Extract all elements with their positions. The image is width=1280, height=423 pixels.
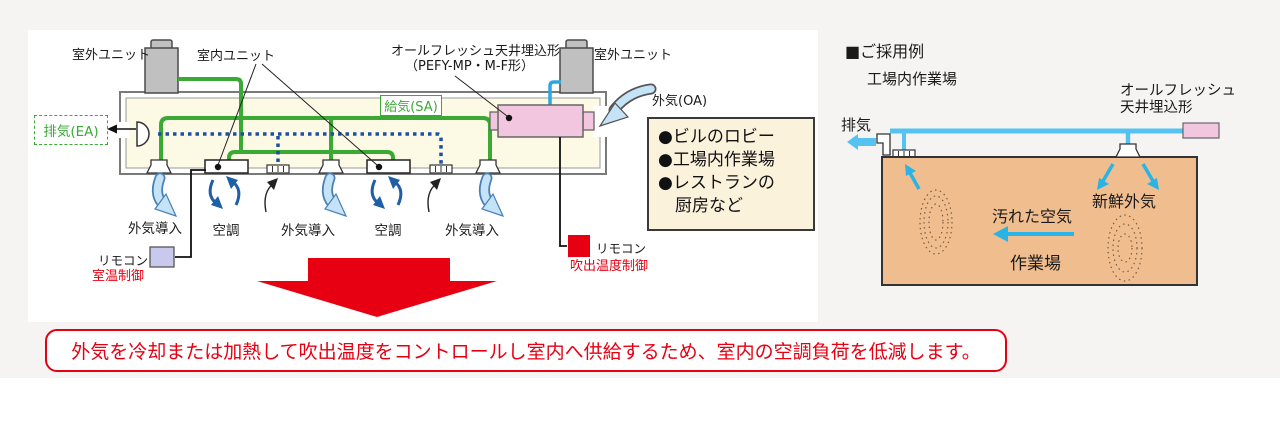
example-exhaust-label: 排気 — [841, 116, 872, 134]
remote-1-control-label: 室温制御 — [92, 269, 145, 284]
remote-controller-1 — [149, 246, 175, 268]
airflow-label-1: 外気導入 — [128, 221, 182, 237]
footer-message-text: 外気を冷却または加熱して吹出温度をコントロールし室内へ供給するため、室内の空調負… — [71, 341, 981, 363]
supply-air-box: 給気(SA) — [380, 95, 442, 116]
return-air-arrow-1 — [264, 177, 279, 213]
dust-cloud-left — [919, 189, 953, 255]
example-duct — [890, 128, 1183, 151]
indoor-unit-1 — [204, 159, 249, 174]
workspace-label: 作業場 — [1010, 254, 1061, 274]
outside-air-wall-opening — [593, 106, 608, 137]
applications-item-4: 厨房など — [658, 196, 743, 216]
workspace-box — [881, 156, 1198, 286]
outside-air-intro-arrow-3 — [482, 178, 503, 216]
label-pointer-lines — [217, 63, 508, 166]
outdoor-unit-left — [144, 39, 179, 94]
remote-wiring — [175, 137, 567, 258]
dirty-air-label: 汚れた空気 — [992, 207, 1073, 226]
ceiling-diffuser-2 — [318, 159, 344, 174]
ac-circulation-arrows-1 — [208, 174, 241, 211]
big-down-arrow — [257, 258, 497, 317]
exhaust-air-label: 排気(EA) — [43, 124, 99, 140]
applications-box: ●ビルのロビー ●工場内作業場 ●レストランの 厨房など — [647, 117, 815, 231]
ceiling-diffuser-3 — [475, 159, 501, 174]
example-section-heading: ■ご採用例 — [845, 42, 925, 61]
airflow-label-2: 空調 — [212, 223, 240, 239]
outside-air-intro-arrow-1 — [155, 178, 176, 216]
outdoor-unit-right — [559, 39, 594, 94]
return-grille-1 — [266, 164, 290, 174]
remote-controller-2 — [568, 235, 590, 257]
supply-air-label: 給気(SA) — [384, 100, 438, 115]
footer-message-box: 外気を冷却または加熱して吹出温度をコントロールし室内へ供給するため、室内の空調負… — [45, 329, 1007, 372]
example-unit-label-line1: オールフレッシュ — [1120, 83, 1236, 99]
outside-air-label: 外気(OA) — [652, 94, 708, 109]
exhaust-arrow — [107, 124, 136, 134]
dotted-exhaust-path — [158, 132, 443, 164]
applications-item-3: ●レストランの — [658, 173, 775, 193]
outside-air-entry-arrow — [598, 83, 657, 128]
airflow-label-3: 外気導入 — [281, 223, 335, 239]
outside-air-intro-arrow-2 — [325, 178, 346, 216]
remote-2-label: リモコン — [596, 241, 647, 256]
applications-item-1: ●ビルのロビー — [658, 127, 775, 147]
example-diffuser — [1115, 143, 1141, 158]
airflow-label-5: 外気導入 — [445, 223, 499, 239]
example-air-arrows — [905, 163, 1159, 242]
example-unit-label-line2: 天井埋込形 — [1120, 100, 1193, 116]
allfresh-unit — [489, 104, 595, 138]
indoor-unit-2 — [366, 159, 411, 174]
exhaust-fan — [136, 121, 150, 147]
allfresh-label-line1: オールフレッシュ天井埋込形 — [391, 44, 561, 59]
fresh-air-label: 新鮮外気 — [1092, 192, 1157, 211]
example-exhaust-arrow — [847, 134, 876, 150]
example-allfresh-unit — [1182, 122, 1220, 139]
remote-1-label: リモコン — [98, 253, 149, 268]
exhaust-air-box: 排気(EA) — [34, 115, 108, 145]
dust-cloud-right — [1107, 214, 1143, 282]
example-subheading: 工場内作業場 — [867, 70, 958, 88]
outdoor-unit-right-label: 室外ユニット — [594, 48, 673, 63]
indoor-unit-label: 室内ユニット — [197, 49, 276, 64]
return-grille-2 — [429, 164, 453, 174]
return-air-arrow-2 — [427, 177, 442, 213]
applications-item-2: ●工場内作業場 — [658, 150, 775, 170]
allfresh-label-line2: （PEFY-MP・M-F形） — [405, 59, 535, 74]
example-exhaust-fan — [876, 133, 891, 156]
ac-circulation-arrows-2 — [370, 174, 403, 211]
exhaust-wall-opening — [118, 122, 129, 138]
airflow-label-4: 空調 — [374, 223, 402, 239]
refrigerant-pipe-blue — [548, 80, 561, 105]
remote-2-control-label: 吹出温度制御 — [570, 259, 649, 274]
example-unit-label: オールフレッシュ 天井埋込形 — [1120, 83, 1236, 117]
ceiling-diffuser-1 — [146, 159, 172, 174]
outdoor-unit-left-label: 室外ユニット — [72, 48, 151, 63]
